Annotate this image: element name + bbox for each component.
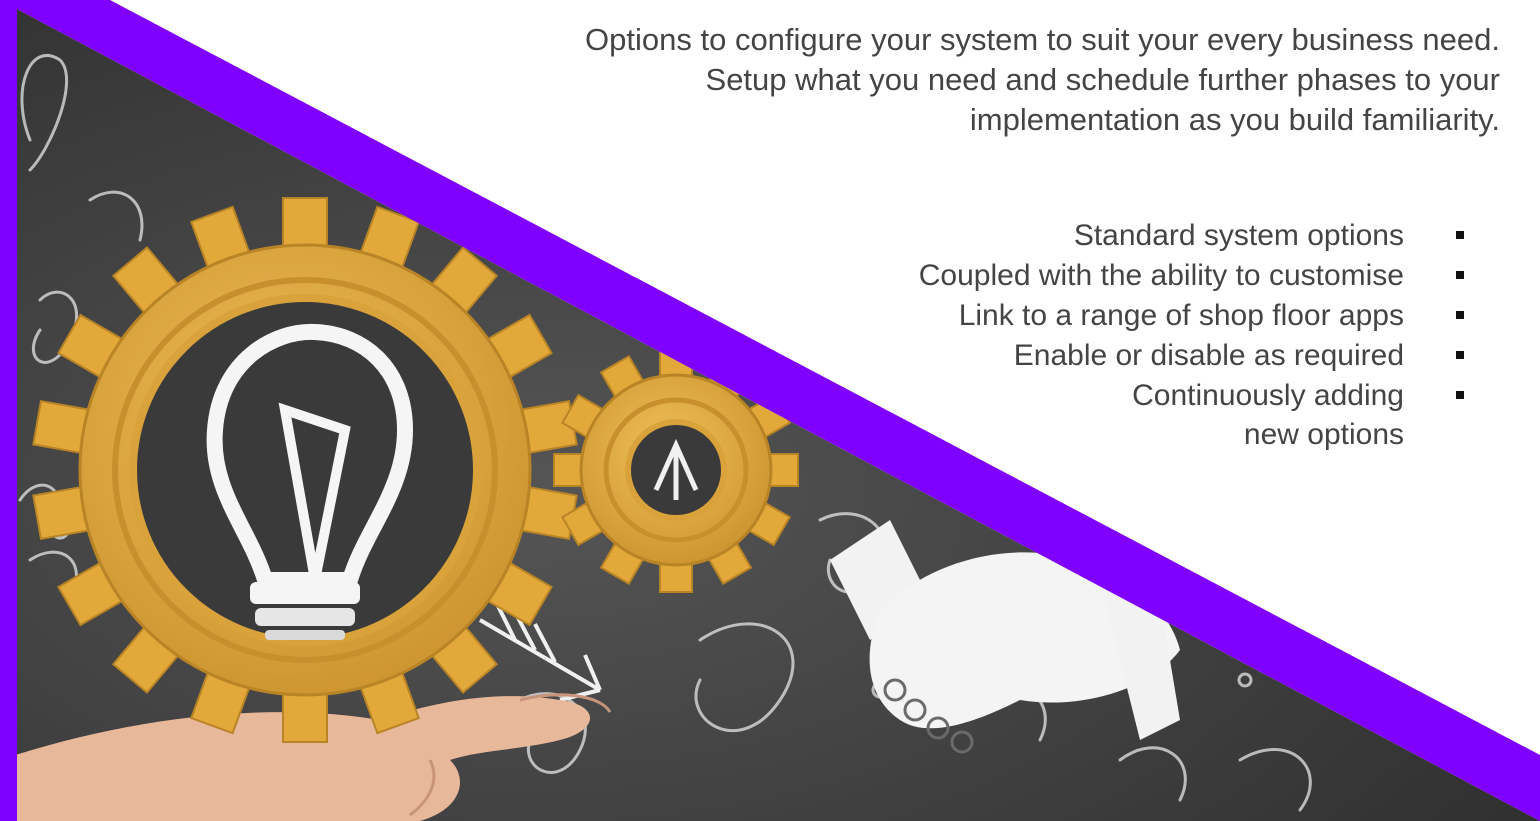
feature-item: Continuously adding new options (684, 376, 1464, 454)
small-gear-icon (553, 347, 799, 593)
square-bullet-icon (1456, 351, 1464, 359)
feature-label: Enable or disable as required (1013, 339, 1404, 372)
feature-list: Standard system options Coupled with the… (684, 216, 1464, 455)
feature-label: Standard system options (1073, 219, 1404, 252)
intro-line: implementation as you build familiarity. (969, 102, 1500, 137)
feature-label: Continuously adding new options (1132, 376, 1404, 454)
accent-left-bar (0, 0, 17, 821)
feature-label: Link to a range of shop floor apps (958, 299, 1404, 332)
intro-paragraph: Options to configure your system to suit… (400, 20, 1500, 140)
hand-icon (0, 693, 612, 821)
feature-item: Enable or disable as required (684, 336, 1464, 375)
feature-item: Standard system options (684, 216, 1464, 255)
intro-line: Options to configure your system to suit… (585, 22, 1500, 57)
square-bullet-icon (1456, 311, 1464, 319)
square-bullet-icon (1456, 231, 1464, 239)
square-bullet-icon (1456, 271, 1464, 279)
feature-label-line: Continuously adding (1132, 379, 1404, 412)
handshake-icon (830, 520, 1180, 754)
intro-line: Setup what you need and schedule further… (705, 62, 1500, 97)
square-bullet-icon (1456, 391, 1464, 399)
feature-item: Coupled with the ability to customise (684, 256, 1464, 295)
large-gear-icon (32, 197, 578, 743)
feature-item: Link to a range of shop floor apps (684, 296, 1464, 335)
feature-label: Coupled with the ability to customise (918, 259, 1404, 292)
lightbulb-icon (206, 323, 413, 640)
feature-label-line: new options (1243, 418, 1404, 451)
